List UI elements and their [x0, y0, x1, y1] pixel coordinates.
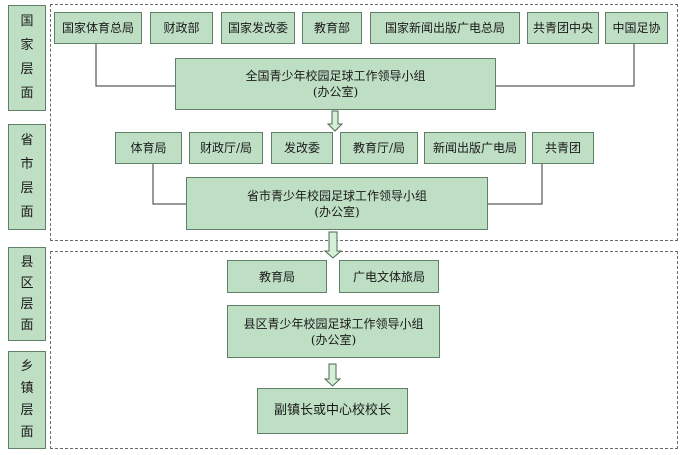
national-dept-education: 教育部 [302, 12, 362, 44]
national-provincial-region [50, 4, 678, 241]
level-char: 面 [20, 205, 34, 220]
township-leader: 副镇长或中心校校长 [257, 388, 408, 434]
level-char: 省 [20, 133, 34, 148]
level-char: 面 [20, 317, 34, 333]
provincial-leading-group: 省市青少年校园足球工作领导小组 (办公室) [186, 177, 488, 230]
provincial-dept-sport: 体育局 [115, 132, 182, 164]
county-group-office: (办公室) [310, 332, 357, 347]
national-dept-sport-admin: 国家体育总局 [54, 12, 142, 44]
level-char: 镇 [20, 381, 34, 396]
level-label-county: 县 区 层 面 [8, 247, 46, 341]
provincial-group-title: 省市青少年校园足球工作领导小组 [246, 188, 427, 203]
level-label-township: 乡 镇 层 面 [8, 351, 46, 449]
level-label-national: 国 家 层 面 [8, 5, 46, 111]
national-right-connector [496, 44, 635, 87]
level-char: 家 [20, 38, 34, 53]
national-dept-ndrc: 国家发改委 [221, 12, 295, 44]
provincial-group-office: (办公室) [314, 204, 360, 219]
level-char: 面 [20, 425, 34, 440]
level-char: 乡 [20, 359, 34, 374]
county-township-region [50, 251, 678, 449]
county-group-title: 县区青少年校园足球工作领导小组 [243, 316, 424, 331]
level-char: 面 [20, 86, 34, 101]
national-leading-group: 全国青少年校园足球工作领导小组 (办公室) [175, 58, 496, 110]
level-char: 层 [20, 181, 34, 196]
county-dept-education: 教育局 [227, 260, 327, 293]
provincial-dept-press-radio: 新闻出版广电局 [424, 132, 526, 164]
level-char: 区 [20, 275, 34, 291]
level-char: 层 [20, 296, 34, 312]
level-char: 层 [20, 403, 34, 418]
provincial-dept-ndrc: 发改委 [271, 132, 333, 164]
provincial-left-connector [152, 164, 186, 205]
level-char: 国 [20, 14, 34, 29]
national-dept-football-assoc: 中国足协 [605, 12, 668, 44]
provincial-right-connector [488, 164, 543, 205]
level-char: 层 [20, 62, 34, 77]
down-arrow-icon [326, 110, 344, 132]
level-label-provincial: 省 市 层 面 [8, 124, 46, 230]
provincial-dept-education: 教育厅/局 [340, 132, 418, 164]
national-dept-youth-league: 共青团中央 [527, 12, 599, 44]
national-dept-finance: 财政部 [150, 12, 213, 44]
county-dept-culture-tourism: 广电文体旅局 [339, 260, 439, 293]
provincial-dept-youth-league: 共青团 [532, 132, 594, 164]
down-arrow-icon [323, 231, 343, 259]
level-char: 市 [20, 157, 34, 172]
down-arrow-icon [323, 363, 342, 387]
level-char: 县 [20, 254, 34, 270]
national-group-office: (办公室) [312, 85, 359, 99]
national-dept-press-radio: 国家新闻出版广电总局 [370, 12, 520, 44]
county-leading-group: 县区青少年校园足球工作领导小组 (办公室) [227, 305, 440, 358]
national-left-connector [95, 44, 175, 87]
national-group-title: 全国青少年校园足球工作领导小组 [245, 69, 426, 83]
provincial-dept-finance: 财政厅/局 [189, 132, 263, 164]
